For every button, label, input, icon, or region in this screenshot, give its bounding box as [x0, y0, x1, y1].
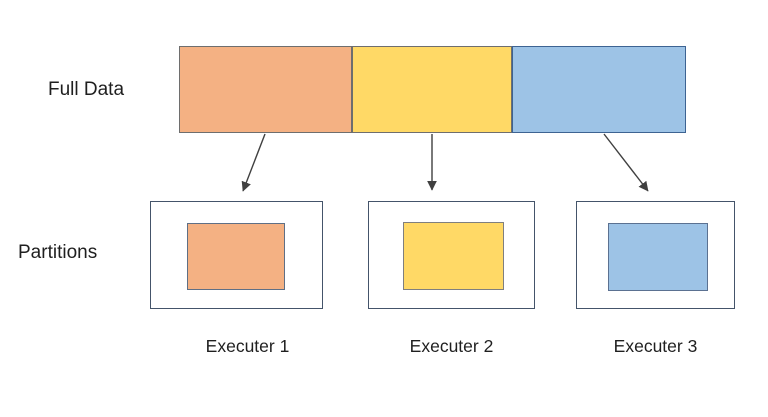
- executor-1-label: Executer 1: [205, 336, 290, 356]
- executor-3-label: Executer 3: [613, 336, 698, 356]
- partitions-label: Partitions: [18, 242, 98, 263]
- full-data-segment-1: [179, 46, 352, 133]
- executor-3-box: [576, 201, 735, 309]
- full-data-bar: [179, 46, 686, 133]
- executor-2-label: Executer 2: [409, 336, 494, 356]
- full-data-segment-3: [512, 46, 686, 133]
- executor-1-partition: [187, 223, 285, 290]
- executor-1-box: [150, 201, 323, 309]
- executor-2-partition: [403, 222, 504, 290]
- executor-3-partition: [608, 223, 708, 291]
- arrow-to-executer-1: [241, 133, 266, 192]
- full-data-segment-2: [352, 46, 512, 133]
- executor-2-box: [368, 201, 535, 309]
- full-data-label: Full Data: [48, 79, 125, 100]
- arrow-to-executer-3: [603, 133, 649, 192]
